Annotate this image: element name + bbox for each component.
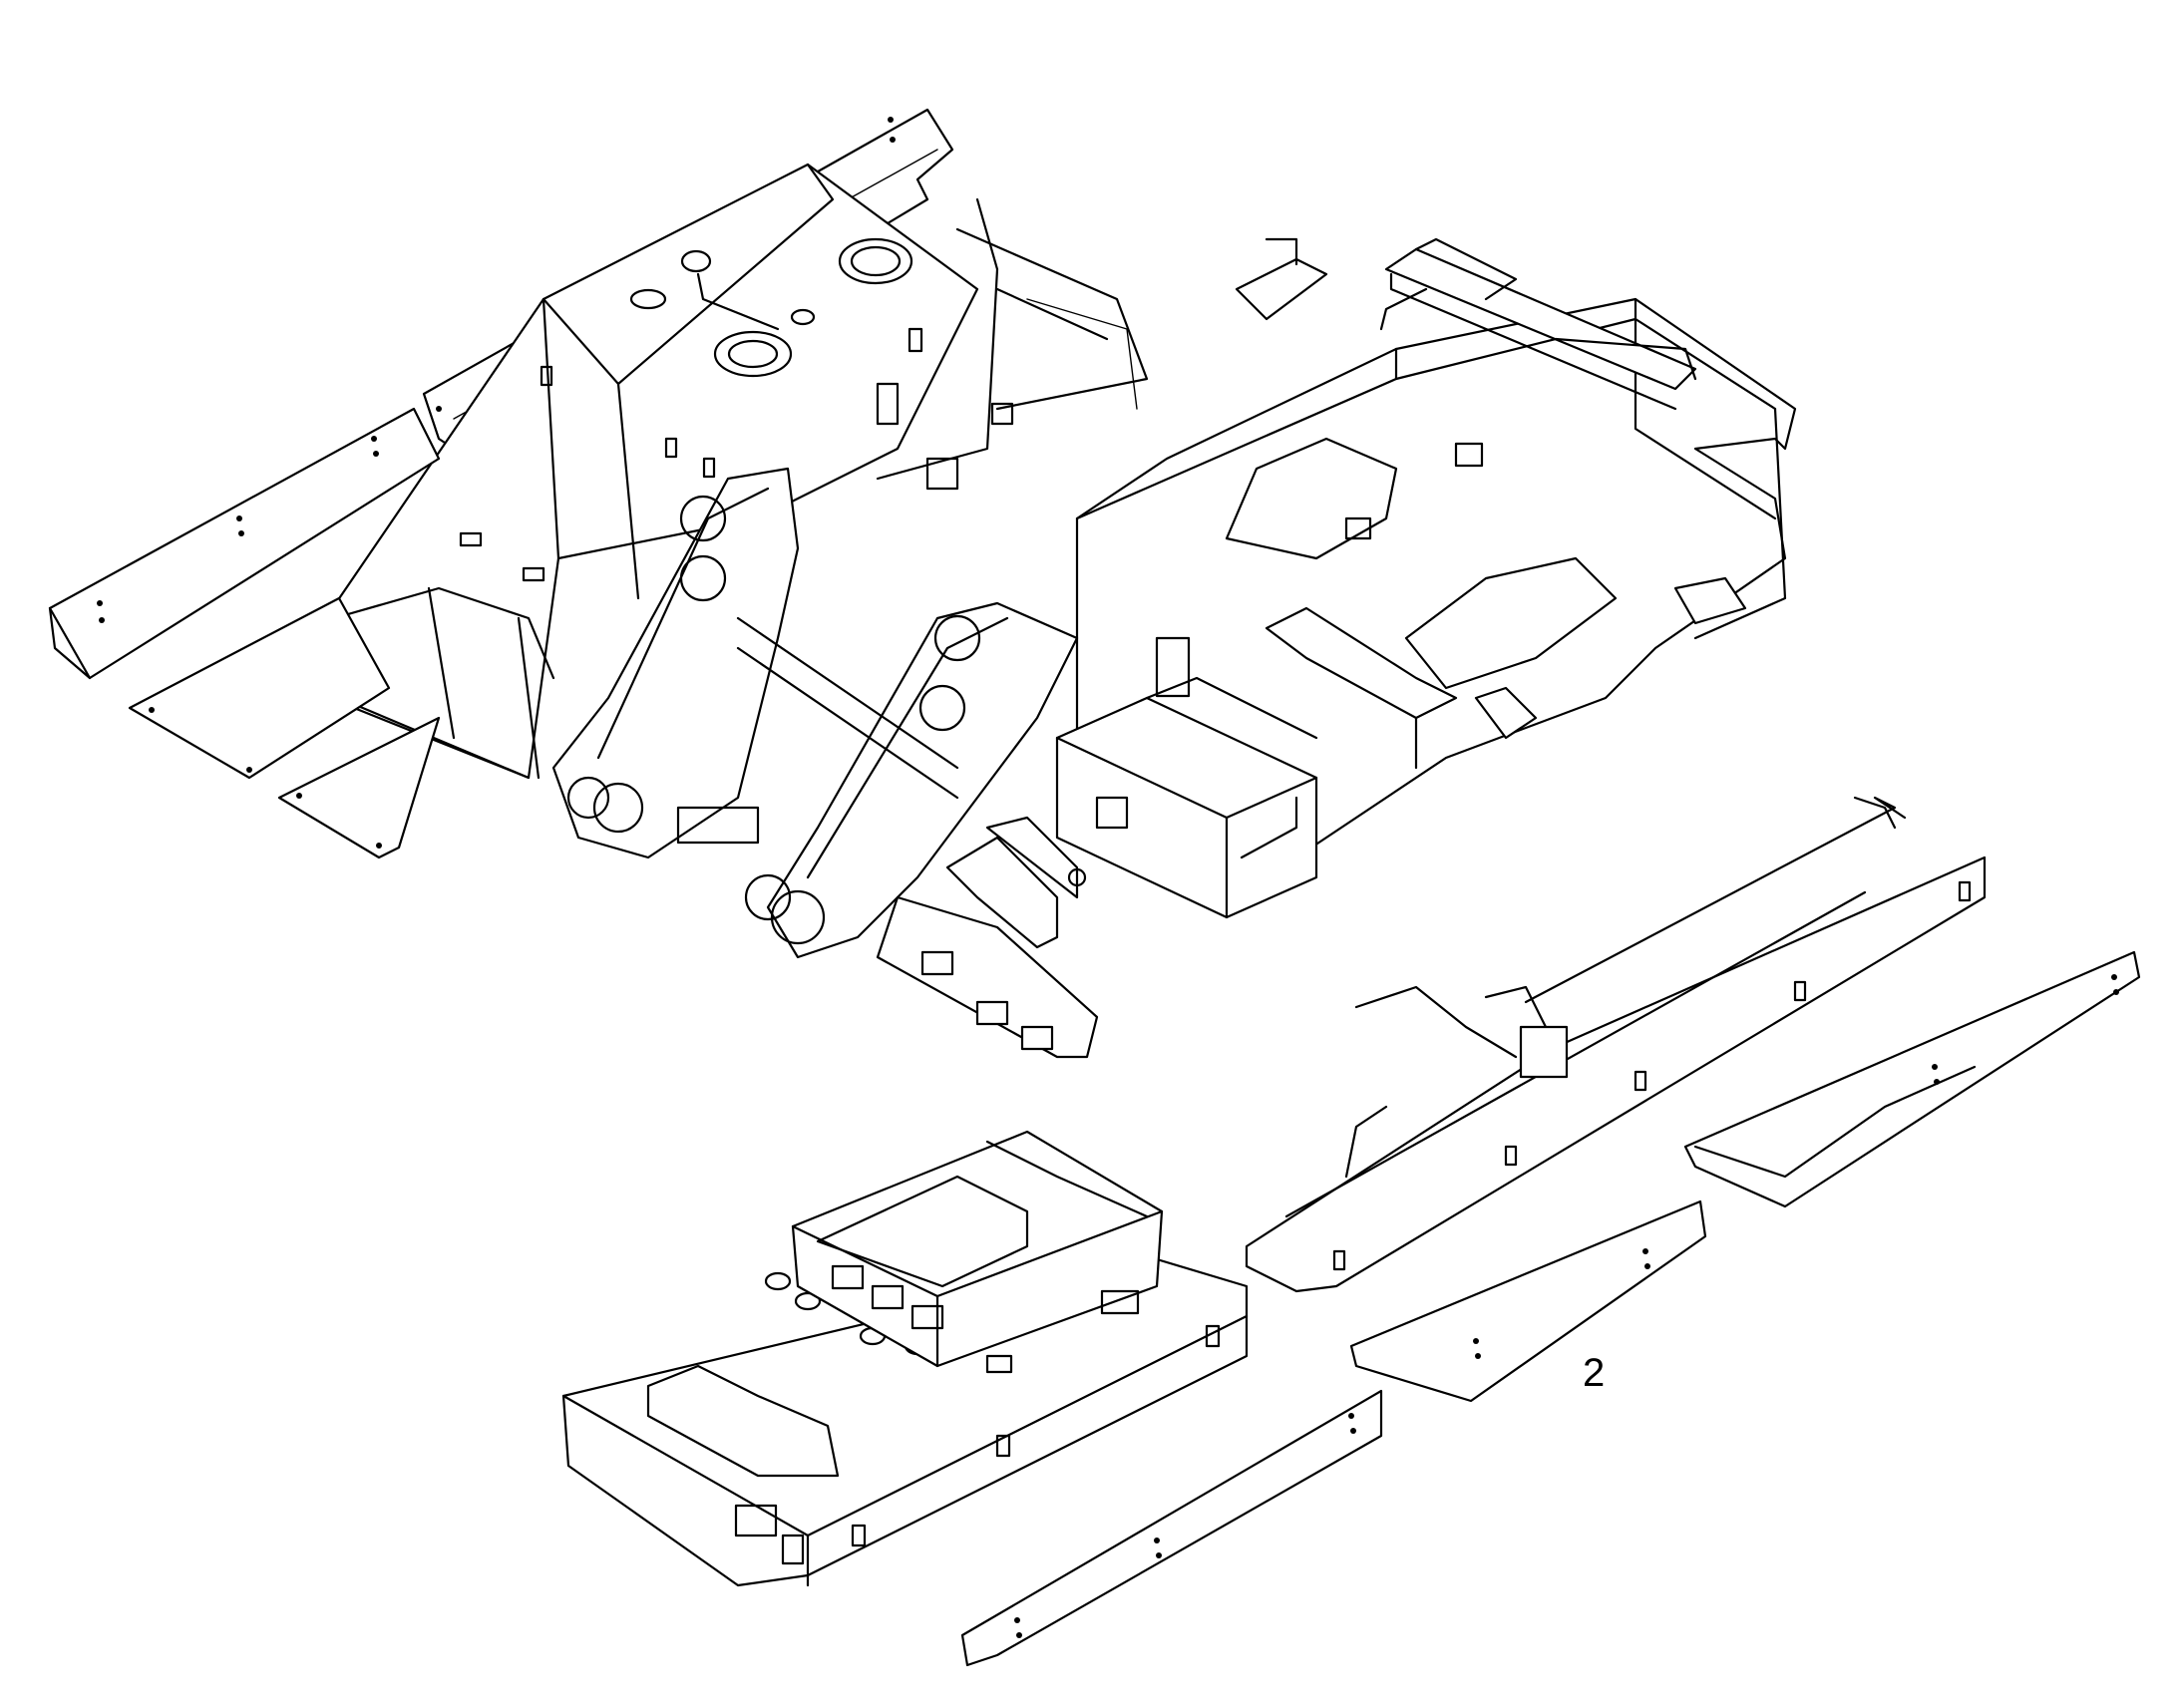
upper-frame-assembly	[327, 108, 1797, 1059]
cab-mount-plate	[561, 1130, 1249, 1587]
right-side-panels	[960, 950, 2141, 1667]
left-side-panels	[48, 407, 441, 859]
callout-2: 2	[1583, 1351, 1605, 1395]
right-frame-rail	[1245, 796, 1987, 1293]
